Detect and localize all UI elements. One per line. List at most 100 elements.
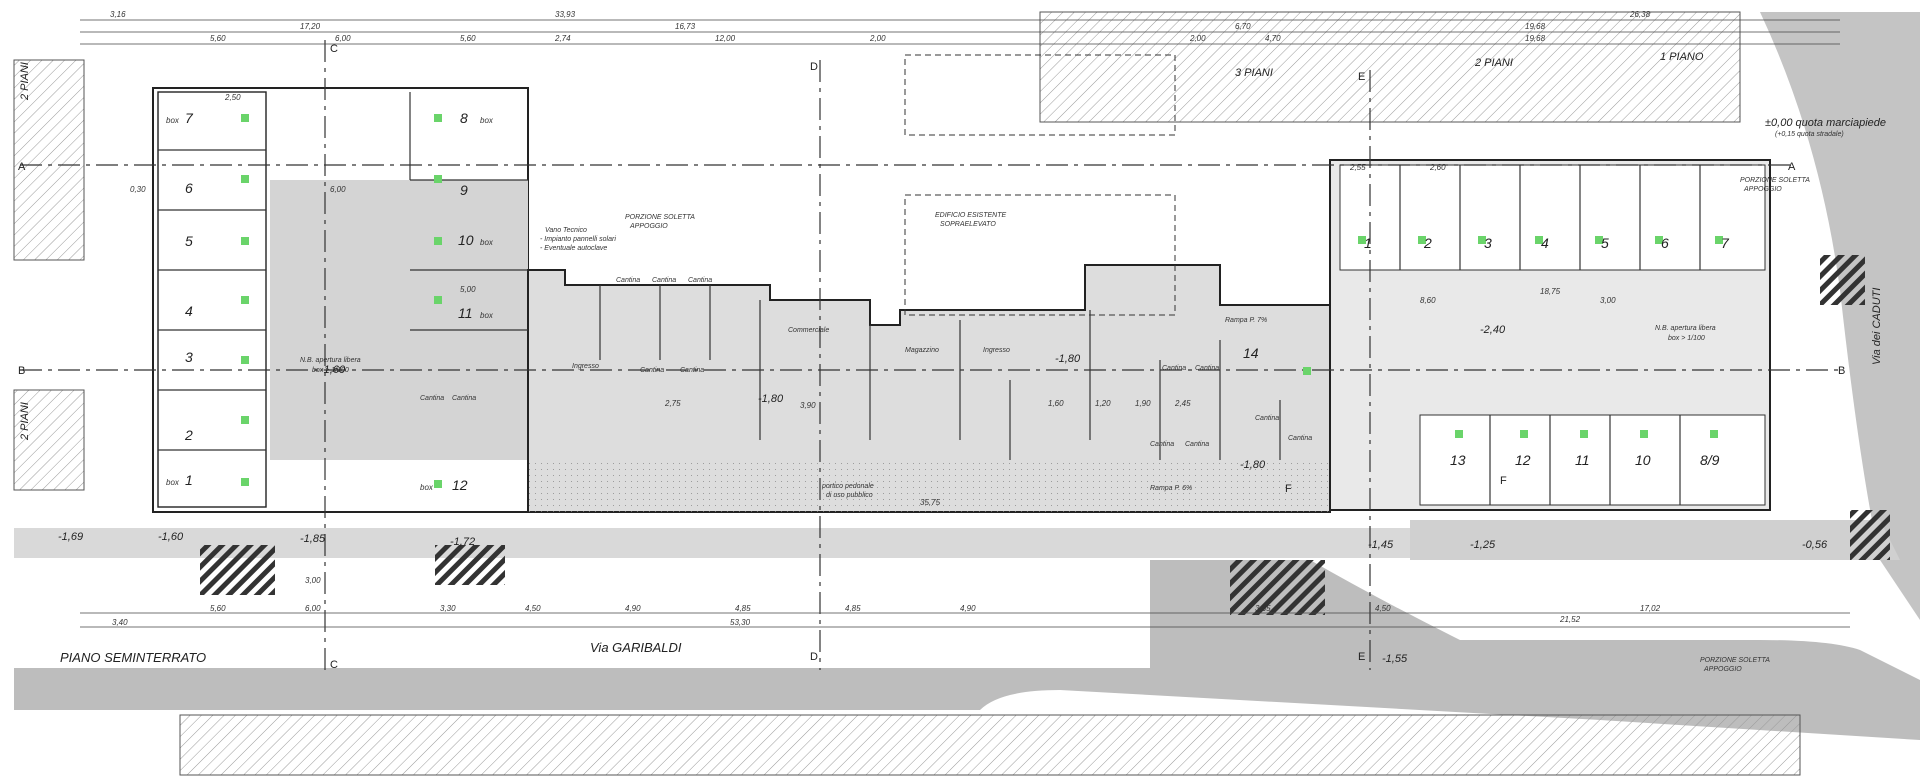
dim-top-7: 5,60 xyxy=(460,34,476,43)
neighbour-building-top-right xyxy=(1039,11,1741,123)
dim-bottom-14: 3,40 xyxy=(112,618,128,627)
note-magazzino: Magazzino xyxy=(905,347,939,354)
box-right-12: 12 xyxy=(1515,452,1531,468)
dim-misc-7: 2,60 xyxy=(1429,163,1446,172)
box-right-7: 7 xyxy=(1721,235,1730,251)
box-word-mid-11: box xyxy=(480,311,494,320)
dim-bottom-4: 4,50 xyxy=(525,604,541,613)
street-garibaldi-area xyxy=(14,560,1920,740)
dim-bottom-12: 17,02 xyxy=(1640,604,1661,613)
box-mid-11: 11 xyxy=(458,305,473,321)
section-marker-e-top: E xyxy=(1358,71,1365,83)
box-right-11: 11 xyxy=(1575,452,1590,468)
dim-misc-15: 1,20 xyxy=(1095,399,1111,408)
box-right-8-9: 8/9 xyxy=(1700,452,1720,468)
level-5: -1,85 xyxy=(300,533,326,545)
dim-bottom-9: 3,65 xyxy=(1255,604,1271,613)
floors-label-left-bottom: 2 PIANI xyxy=(19,402,31,441)
dim-misc-10: 18,75 xyxy=(1540,287,1561,296)
dim-top-13: 19,68 xyxy=(1525,22,1546,31)
note-vano-3: - Eventuale autoclave xyxy=(540,245,607,252)
box-left-2: 2 xyxy=(184,427,193,443)
level-9: -0,56 xyxy=(1802,539,1828,551)
floors-label-1piano: 1 PIANO xyxy=(1660,51,1704,63)
dim-misc-12: 35,75 xyxy=(920,498,941,507)
box-right-4: 4 xyxy=(1541,235,1549,251)
upper-volume-outline xyxy=(904,54,1176,136)
dim-top-5: 5,60 xyxy=(210,34,226,43)
cantina-13: Cantina xyxy=(1288,435,1312,442)
quota-label: ±0,00 quota marciapiede xyxy=(1765,117,1886,129)
note-nb-right-2: box > 1/100 xyxy=(1668,335,1705,342)
dim-top-2: 17,20 xyxy=(300,22,321,31)
floors-label-left-top: 2 PIANI xyxy=(19,62,31,101)
level-1: -1,60 xyxy=(320,364,346,376)
page-title: PIANO SEMINTERRATO xyxy=(60,650,206,665)
section-marker-b-left: B xyxy=(18,365,25,377)
dim-misc-13: 1,60 xyxy=(1048,399,1064,408)
box-word-left-7: box xyxy=(166,116,180,125)
note-vano-2: - Impianto pannelli solari xyxy=(540,236,616,243)
dim-top-10: 2,00 xyxy=(869,34,886,43)
dim-bottom-5: 4,90 xyxy=(625,604,641,613)
note-appoggio-3: APPOGGIO xyxy=(1703,666,1742,673)
section-marker-a-left: A xyxy=(18,161,26,173)
box-word-left-1: box xyxy=(166,478,180,487)
box-right-2: 2 xyxy=(1423,235,1432,251)
ramp-hatch-2 xyxy=(435,545,505,585)
right-box-row-top xyxy=(1339,164,1766,271)
section-marker-e-bottom: E xyxy=(1358,651,1365,663)
box-14: 14 xyxy=(1243,345,1259,361)
green-markers xyxy=(241,114,1723,488)
floors-label-3piani: 3 PIANI xyxy=(1235,67,1273,79)
level-11: -1,80 xyxy=(758,393,784,405)
section-marker-a-right: A xyxy=(1788,161,1796,173)
note-commerciale: Commerciale xyxy=(788,327,829,334)
cantina-11: Cantina xyxy=(1185,441,1209,448)
note-rampa-2: Rampa P. 6% xyxy=(1150,485,1192,492)
box-word-mid-12: box xyxy=(420,483,434,492)
level-3: -1,69 xyxy=(58,531,83,543)
level-8: -1,25 xyxy=(1470,539,1496,551)
dim-bottom-2: 6,00 xyxy=(305,604,321,613)
box-rows-left xyxy=(157,91,267,508)
level-4: -1,60 xyxy=(158,531,184,543)
level-10: -1,55 xyxy=(1382,653,1408,665)
ramp-hatch-5 xyxy=(1850,510,1890,560)
cantina-12: Cantina xyxy=(1255,415,1279,422)
level-12: -1,80 xyxy=(1055,353,1081,365)
note-nb-left: N.B. apertura libera xyxy=(300,357,361,364)
note-appoggio-2: APPOGGIO xyxy=(1743,186,1782,193)
portico-dotted xyxy=(528,460,1328,512)
box-left-4: 4 xyxy=(185,303,193,319)
level-6: -1,72 xyxy=(450,536,475,548)
box-word-mid-8: box xyxy=(480,116,494,125)
box-left-1: 1 xyxy=(185,472,193,488)
section-marker-d-top: D xyxy=(810,61,818,73)
box-mid-12: 12 xyxy=(452,477,468,493)
note-rampa-1: Rampa P. 7% xyxy=(1225,317,1267,324)
cantina-8: Cantina xyxy=(1162,365,1186,372)
cantina-7: Cantina xyxy=(452,395,476,402)
garage-grey-area xyxy=(270,180,528,460)
note-ingresso-2: Ingresso xyxy=(983,347,1010,354)
dim-misc-8: 2,55 xyxy=(1349,163,1366,172)
dim-misc-14: 1,90 xyxy=(1135,399,1151,408)
neighbour-building-bottom xyxy=(179,714,1801,776)
ramp-hatch-1 xyxy=(200,545,275,595)
dim-misc-6: 3,90 xyxy=(800,401,816,410)
section-marker-f-left: F xyxy=(1500,475,1507,487)
dim-misc-3: 5,00 xyxy=(460,285,476,294)
cantina-9: Cantina xyxy=(1195,365,1219,372)
cantina-1: Cantina xyxy=(616,277,640,284)
dim-bottom-11: 21,52 xyxy=(1559,615,1581,624)
dim-bottom-13: 53,30 xyxy=(730,618,751,627)
dim-misc-5: 2,75 xyxy=(664,399,681,408)
note-porzione-3: PORZIONE SOLETTA xyxy=(1700,657,1770,664)
ramp-hatch-3 xyxy=(1230,560,1325,615)
dim-bottom-1: 5,60 xyxy=(210,604,226,613)
note-appoggio-1: APPOGGIO xyxy=(629,223,668,230)
note-nb-right: N.B. apertura libera xyxy=(1655,325,1716,332)
dim-bottom-7: 4,85 xyxy=(845,604,861,613)
box-right-10: 10 xyxy=(1635,452,1651,468)
